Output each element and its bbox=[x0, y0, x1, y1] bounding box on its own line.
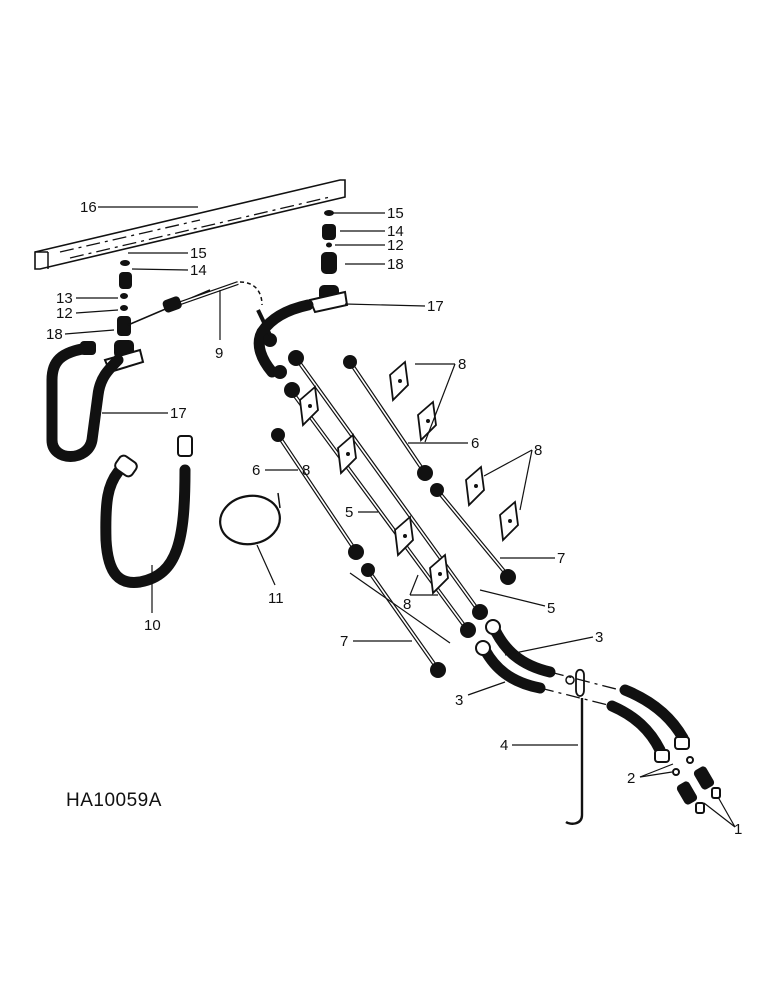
ring-part-11 bbox=[219, 492, 281, 546]
callout-18-right: 18 bbox=[387, 256, 404, 273]
callout-13: 13 bbox=[56, 290, 73, 307]
callout-5-left: 5 bbox=[345, 504, 353, 521]
callout-14-left: 14 bbox=[190, 262, 207, 279]
hoses-part-3 bbox=[475, 619, 689, 756]
callout-18-left: 18 bbox=[46, 326, 63, 343]
leader-lines bbox=[64, 206, 736, 828]
left-fitting-stack bbox=[103, 260, 145, 374]
right-fitting-stack bbox=[308, 210, 349, 314]
callout-15-left: 15 bbox=[190, 245, 207, 262]
hose-part-17-left bbox=[46, 342, 124, 462]
callout-6-right: 6 bbox=[471, 435, 479, 452]
callout-2: 2 bbox=[627, 770, 635, 787]
callout-8-right: 8 bbox=[534, 442, 542, 459]
callout-7-right: 7 bbox=[557, 550, 565, 567]
drawing-code: HA10059A bbox=[66, 790, 162, 811]
callout-9: 9 bbox=[215, 345, 223, 362]
callout-10: 10 bbox=[144, 617, 161, 634]
callout-14-right: 14 bbox=[387, 223, 404, 240]
callout-4: 4 bbox=[500, 737, 508, 754]
callout-5-right: 5 bbox=[547, 600, 555, 617]
callout-3-upper: 3 bbox=[595, 629, 603, 646]
callout-8-left: 8 bbox=[302, 462, 310, 479]
callout-8-lower: 8 bbox=[403, 596, 411, 613]
tube-part-9 bbox=[127, 281, 263, 326]
callout-17-right: 17 bbox=[427, 298, 444, 315]
beam-part-16 bbox=[34, 179, 346, 270]
couplers-part-1 bbox=[654, 736, 721, 814]
callout-17-left: 17 bbox=[170, 405, 187, 422]
callout-15-right: 15 bbox=[387, 205, 404, 222]
callout-11: 11 bbox=[268, 590, 284, 607]
callout-6-left: 6 bbox=[252, 462, 260, 479]
callout-3-lower: 3 bbox=[455, 692, 463, 709]
bracket-part-4 bbox=[565, 668, 585, 825]
callout-1: 1 bbox=[734, 821, 742, 838]
callout-8-upper: 8 bbox=[458, 356, 466, 373]
hose-part-17-right bbox=[253, 299, 314, 378]
callout-7-left: 7 bbox=[340, 633, 348, 650]
callout-12-left: 12 bbox=[56, 305, 73, 322]
hose-part-10 bbox=[100, 435, 193, 588]
callout-12-right: 12 bbox=[387, 237, 404, 254]
clips-part-8 bbox=[299, 360, 519, 595]
callout-16: 16 bbox=[80, 199, 97, 216]
